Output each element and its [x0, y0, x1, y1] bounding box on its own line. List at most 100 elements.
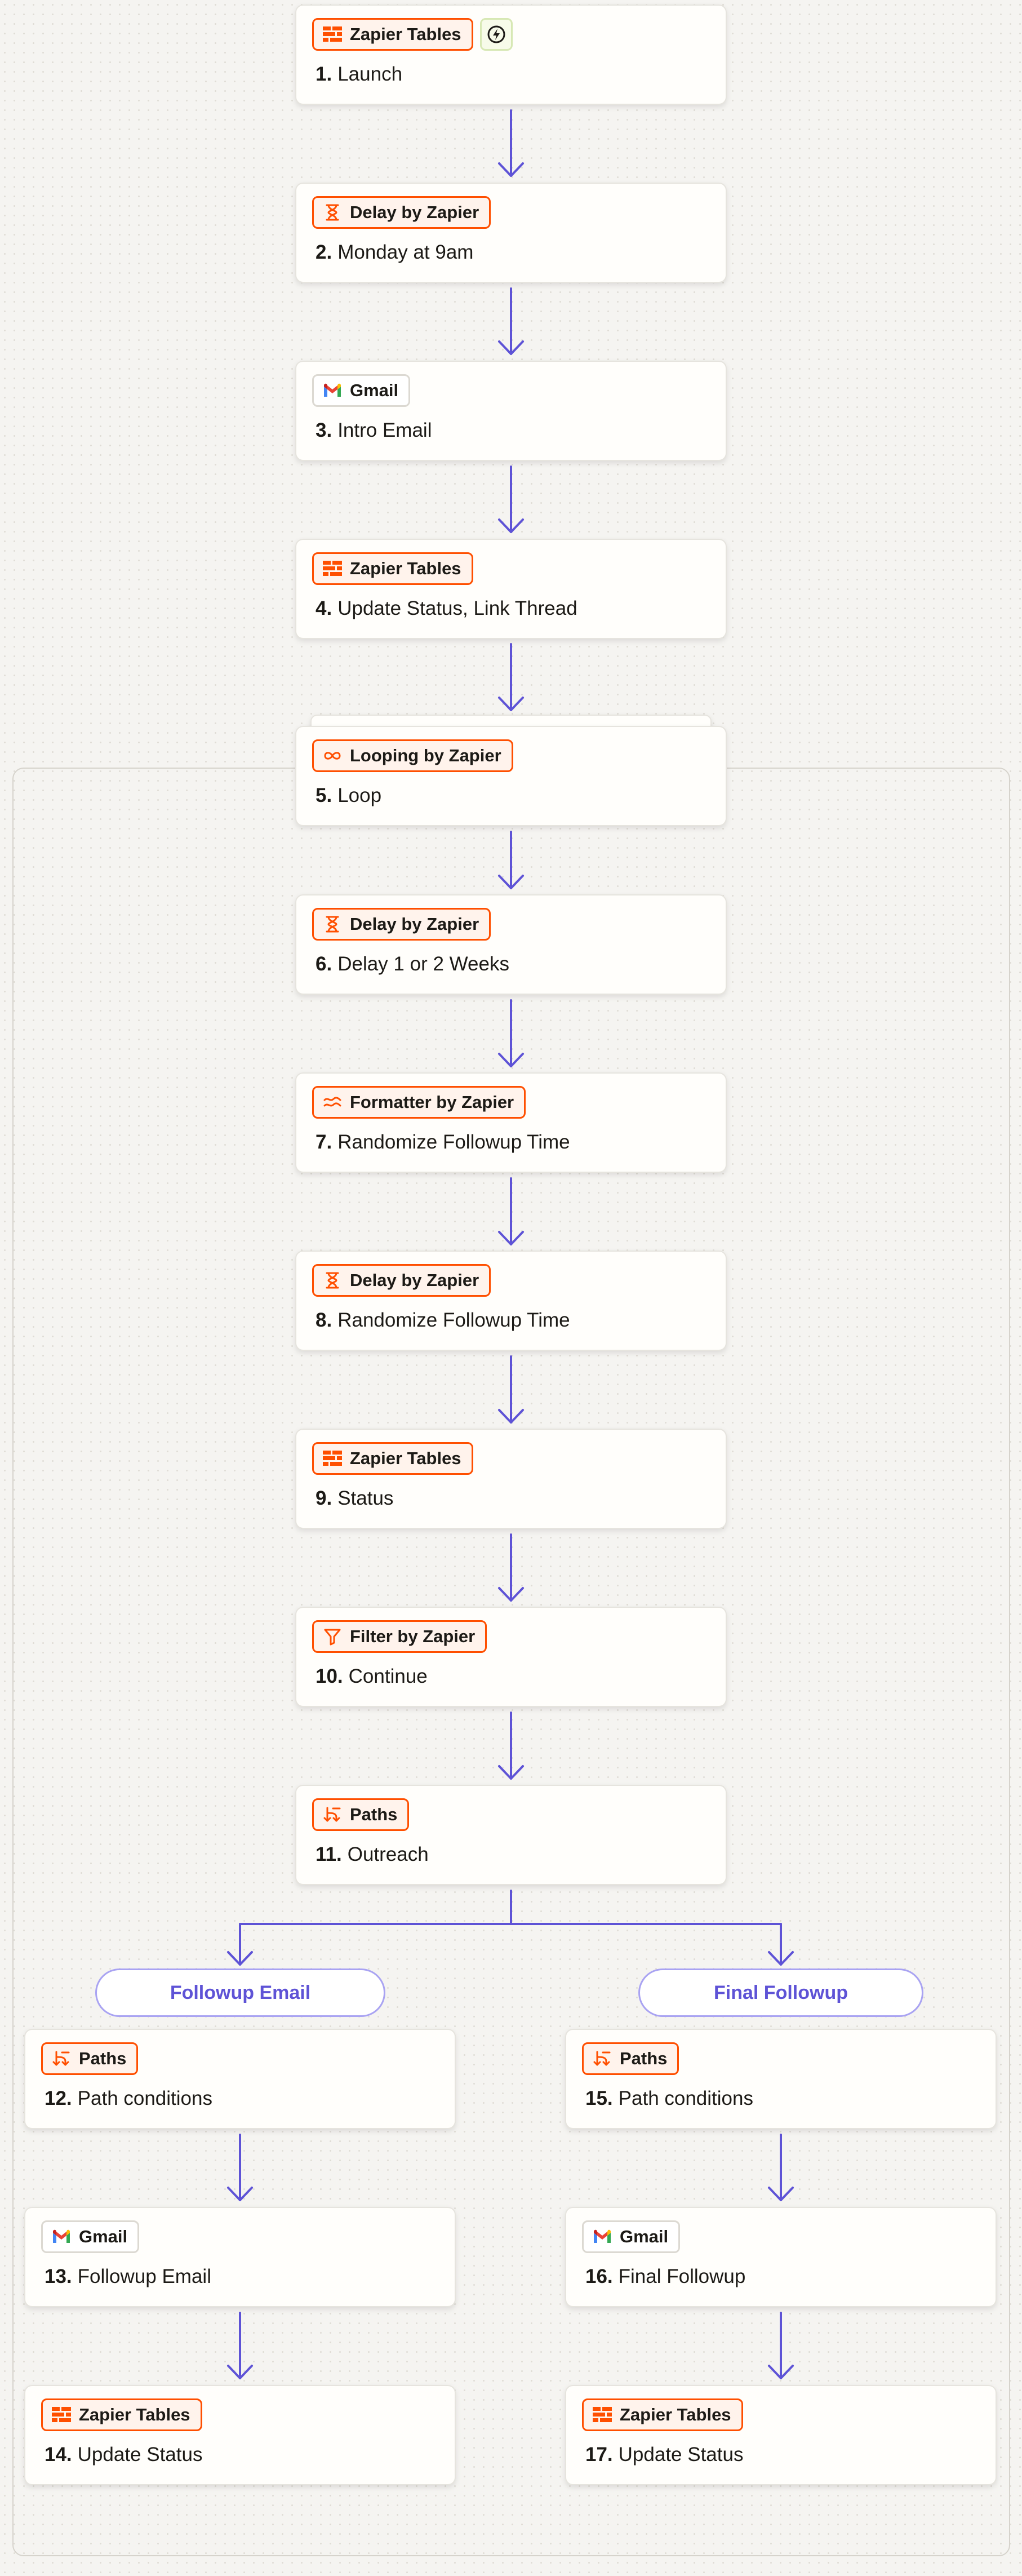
- app-badge[interactable]: Zapier Tables: [582, 2398, 743, 2431]
- app-badge[interactable]: Zapier Tables: [312, 552, 473, 585]
- app-name: Filter by Zapier: [350, 1626, 476, 1646]
- step-title: 15.Path conditions: [585, 2087, 753, 2110]
- step-title: 10.Continue: [316, 1665, 428, 1688]
- step-card-5[interactable]: Looping by Zapier 5.Loop: [295, 726, 727, 826]
- app-badge[interactable]: Formatter by Zapier: [312, 1086, 526, 1119]
- app-name: Zapier Tables: [350, 1448, 461, 1468]
- step-card-7[interactable]: Formatter by Zapier 7.Randomize Followup …: [295, 1072, 727, 1173]
- step-label: Launch: [337, 63, 403, 85]
- hourglass-icon: [323, 915, 342, 934]
- filter-icon: [323, 1627, 342, 1646]
- step-label: Update Status: [77, 2444, 203, 2466]
- step-number: 15.: [585, 2087, 613, 2109]
- connector-6-7: [498, 999, 524, 1067]
- paths-icon: [323, 1805, 342, 1824]
- gmail-icon: [52, 2227, 71, 2246]
- step-label: Continue: [348, 1665, 428, 1687]
- tables-icon: [323, 559, 342, 578]
- connector-5-6: [498, 831, 524, 889]
- connector-13-14: [227, 2312, 253, 2379]
- step-title: 13.Followup Email: [45, 2265, 211, 2288]
- formatter-icon: [323, 1093, 342, 1112]
- app-name: Zapier Tables: [620, 2405, 731, 2424]
- step-title: 6.Delay 1 or 2 Weeks: [316, 953, 509, 976]
- step-card-3[interactable]: Gmail 3.Intro Email: [295, 361, 727, 461]
- step-number: 1.: [316, 63, 332, 85]
- step-title: 5.Loop: [316, 784, 381, 807]
- connector-4-5: [498, 643, 524, 711]
- step-card-13[interactable]: Gmail 13.Followup Email: [24, 2207, 456, 2307]
- step-label: Delay 1 or 2 Weeks: [337, 953, 509, 975]
- paths-icon: [593, 2049, 612, 2068]
- loop-icon: [323, 746, 342, 765]
- app-badge[interactable]: Looping by Zapier: [312, 739, 513, 772]
- step-number: 8.: [316, 1309, 332, 1331]
- step-label: Outreach: [347, 1843, 429, 1865]
- connector-2-3: [498, 287, 524, 355]
- step-card-15[interactable]: Paths 15.Path conditions: [565, 2029, 997, 2129]
- connector-15-16: [768, 2134, 794, 2201]
- app-badge[interactable]: Delay by Zapier: [312, 1264, 491, 1297]
- connector-9-10: [498, 1533, 524, 1602]
- app-name: Paths: [620, 2049, 668, 2068]
- connector-8-9: [498, 1355, 524, 1424]
- step-card-6[interactable]: Delay by Zapier 6.Delay 1 or 2 Weeks: [295, 894, 727, 995]
- step-title: 17.Update Status: [585, 2444, 743, 2466]
- connector-1-2: [498, 109, 524, 177]
- app-name: Formatter by Zapier: [350, 1092, 514, 1112]
- step-card-1[interactable]: Zapier Tables 1.Launch: [295, 5, 727, 105]
- app-badge[interactable]: Zapier Tables: [41, 2398, 202, 2431]
- step-number: 5.: [316, 784, 332, 806]
- app-name: Gmail: [79, 2227, 128, 2246]
- step-label: Status: [337, 1487, 394, 1509]
- step-title: 1.Launch: [316, 63, 402, 86]
- step-number: 7.: [316, 1131, 332, 1153]
- app-badge[interactable]: Gmail: [312, 374, 411, 407]
- step-number: 2.: [316, 241, 332, 263]
- step-title: 7.Randomize Followup Time: [316, 1131, 570, 1154]
- app-name: Looping by Zapier: [350, 746, 501, 765]
- branch-label-followup-email[interactable]: Followup Email: [95, 1968, 385, 2017]
- instant-trigger-icon[interactable]: [480, 18, 513, 51]
- app-badge[interactable]: Delay by Zapier: [312, 908, 491, 941]
- app-badge[interactable]: Zapier Tables: [312, 1442, 473, 1475]
- step-number: 11.: [316, 1843, 342, 1865]
- step-card-17[interactable]: Zapier Tables 17.Update Status: [565, 2385, 997, 2485]
- app-badge[interactable]: Paths: [582, 2042, 679, 2075]
- step-card-2[interactable]: Delay by Zapier 2.Monday at 9am: [295, 183, 727, 283]
- app-badge[interactable]: Paths: [312, 1798, 410, 1831]
- step-label: Final Followup: [618, 2265, 746, 2287]
- step-card-8[interactable]: Delay by Zapier 8.Randomize Followup Time: [295, 1251, 727, 1351]
- step-card-11[interactable]: Paths 11.Outreach: [295, 1785, 727, 1885]
- step-label: Intro Email: [337, 419, 432, 441]
- step-title: 12.Path conditions: [45, 2087, 212, 2110]
- step-number: 3.: [316, 419, 332, 441]
- app-name: Zapier Tables: [350, 558, 461, 578]
- branch-label-final-followup[interactable]: Final Followup: [638, 1968, 923, 2017]
- step-card-12[interactable]: Paths 12.Path conditions: [24, 2029, 456, 2129]
- app-badge[interactable]: Gmail: [582, 2220, 681, 2253]
- step-title: 8.Randomize Followup Time: [316, 1309, 570, 1332]
- step-title: 2.Monday at 9am: [316, 241, 473, 264]
- step-title: 3.Intro Email: [316, 419, 432, 442]
- step-number: 13.: [45, 2265, 72, 2287]
- gmail-icon: [323, 381, 342, 400]
- hourglass-icon: [323, 203, 342, 222]
- app-name: Delay by Zapier: [350, 1270, 479, 1290]
- app-badge[interactable]: Paths: [41, 2042, 139, 2075]
- step-label: Randomize Followup Time: [337, 1309, 570, 1331]
- paths-icon: [52, 2049, 71, 2068]
- step-number: 4.: [316, 597, 332, 619]
- step-label: Update Status: [618, 2444, 744, 2466]
- app-badge[interactable]: Gmail: [41, 2220, 140, 2253]
- app-name: Delay by Zapier: [350, 914, 479, 934]
- app-badge[interactable]: Delay by Zapier: [312, 196, 491, 229]
- app-badge[interactable]: Zapier Tables: [312, 18, 473, 51]
- app-badge[interactable]: Filter by Zapier: [312, 1620, 487, 1653]
- step-card-10[interactable]: Filter by Zapier 10.Continue: [295, 1607, 727, 1707]
